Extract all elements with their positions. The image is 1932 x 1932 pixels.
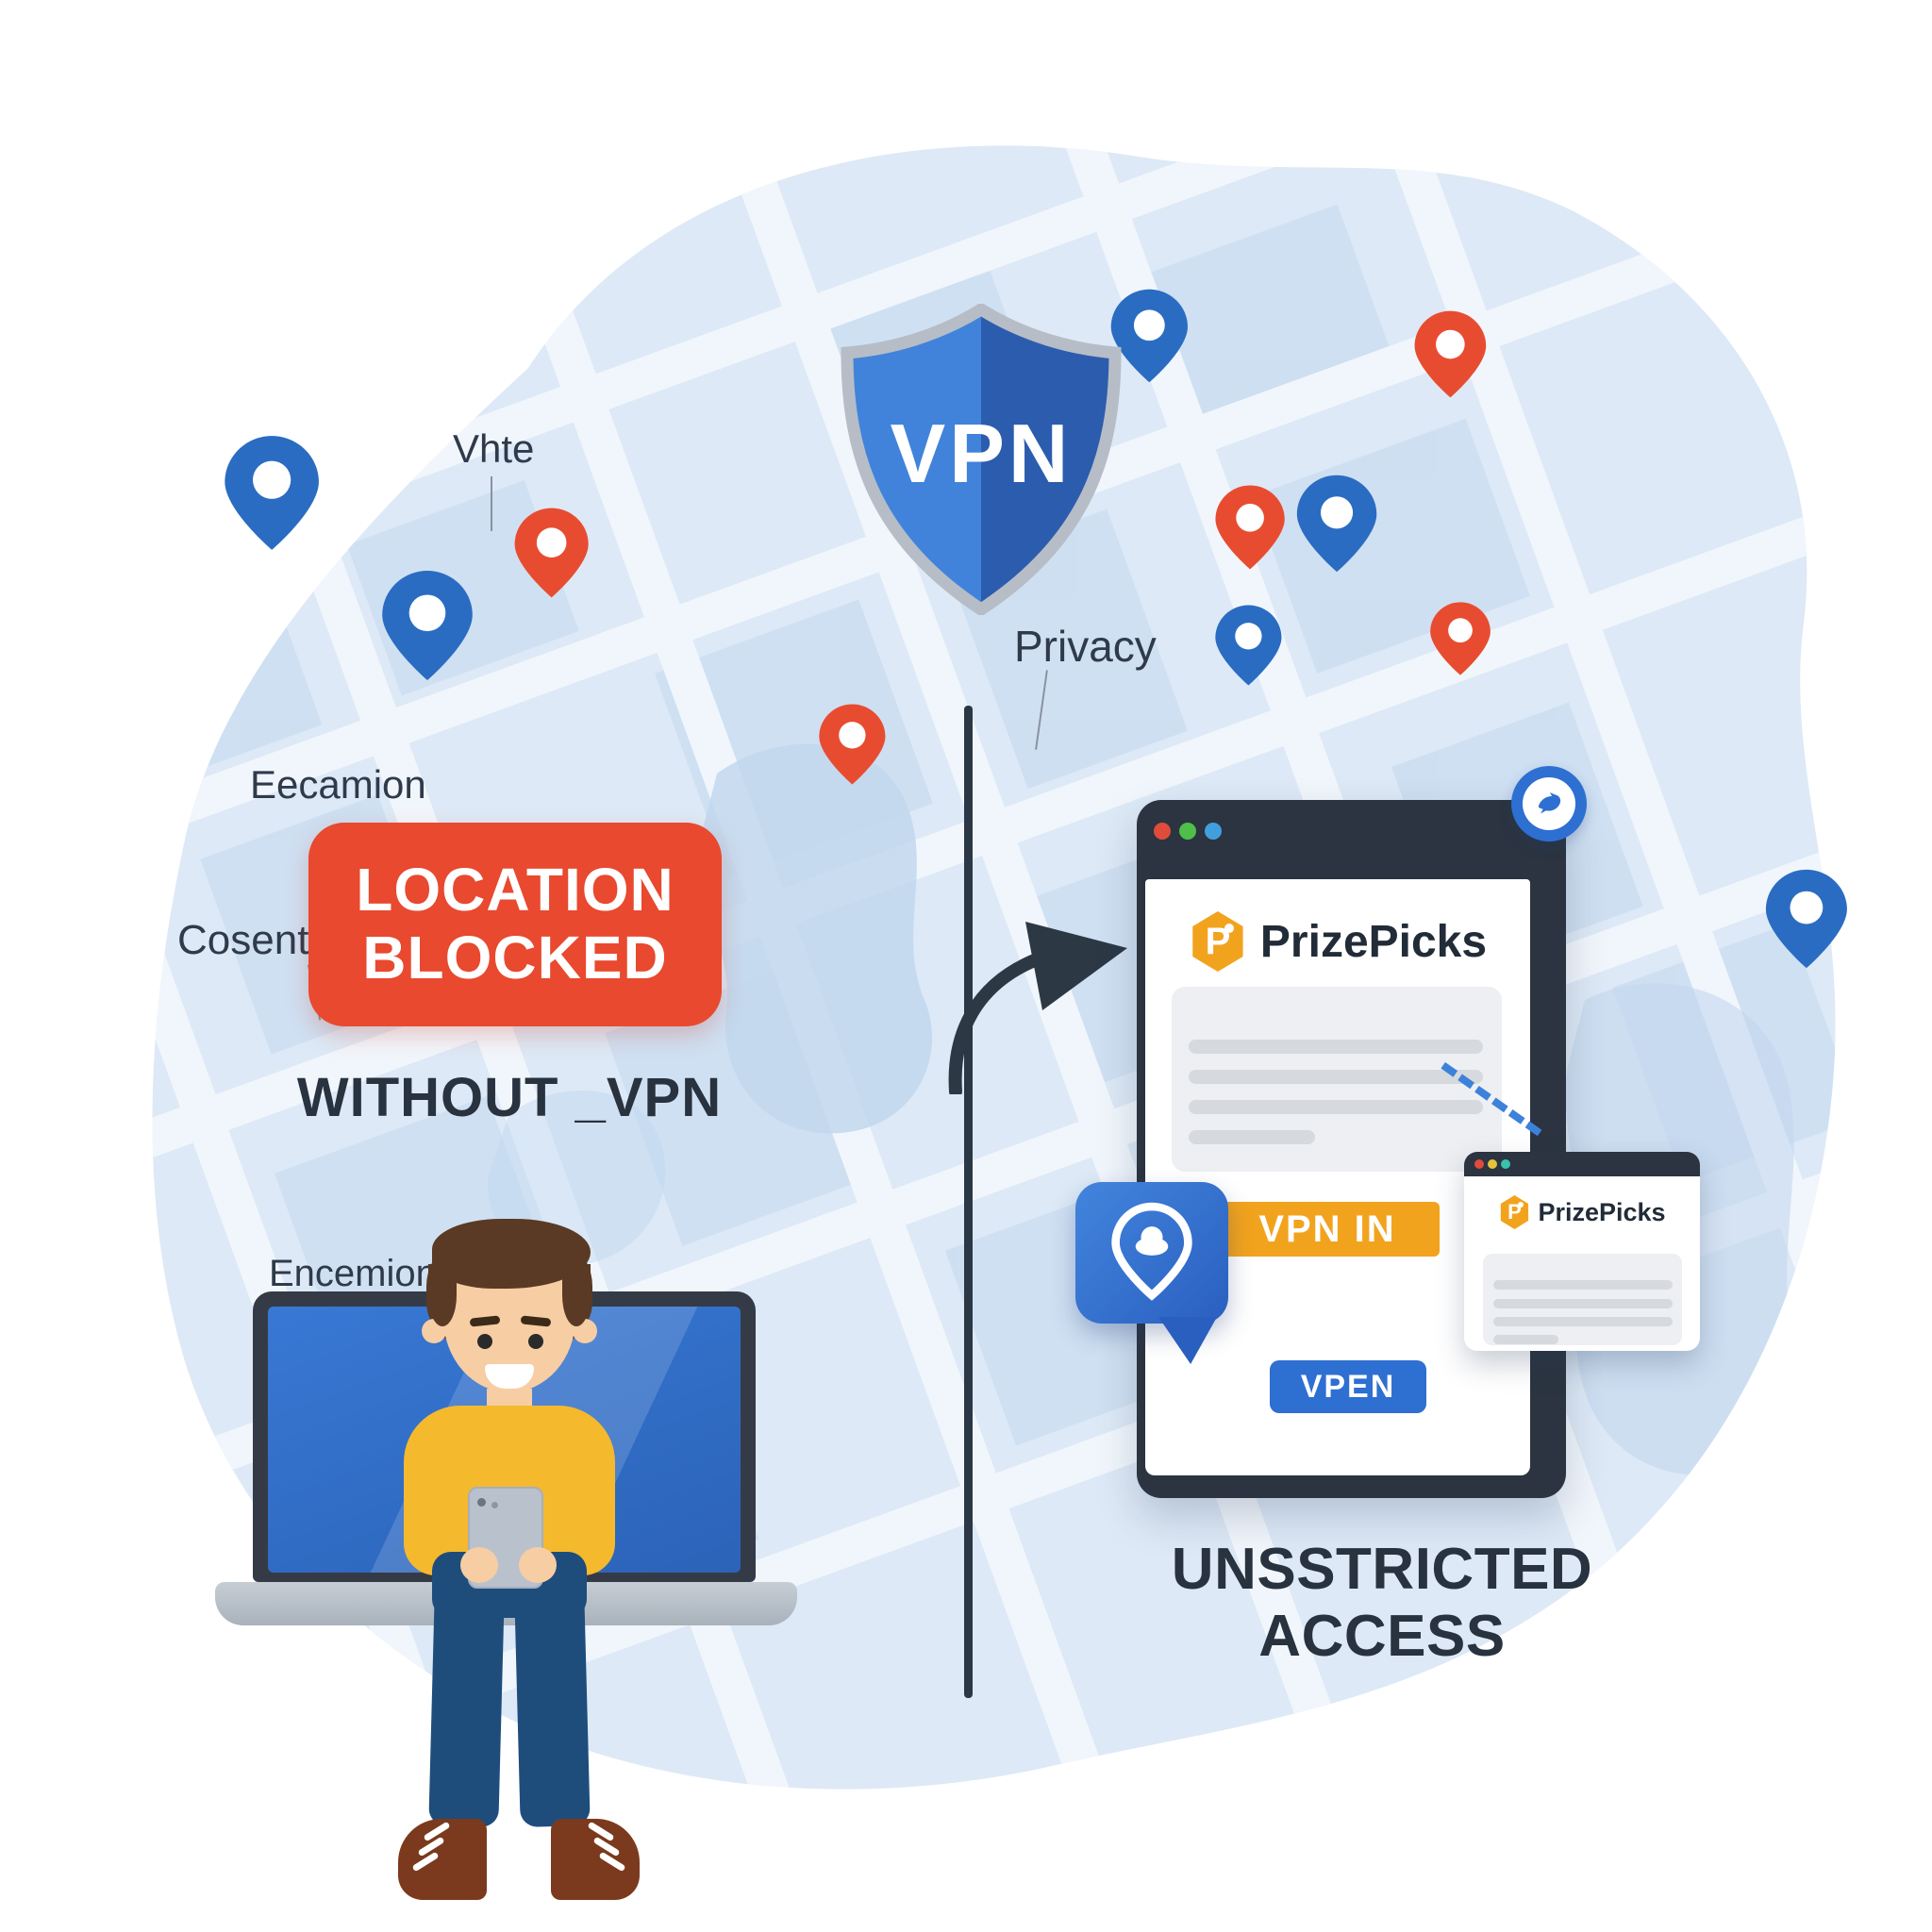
arrow-icon	[948, 922, 1127, 1094]
person-hair-side-right	[562, 1264, 591, 1326]
vpn-shield: VPN	[840, 302, 1123, 617]
minimize-dot-icon	[1179, 823, 1196, 840]
shield-icon	[841, 302, 1122, 617]
small-prizepicks-brand-text: PrizePicks	[1538, 1197, 1666, 1226]
map-pin-blue-icon	[222, 434, 322, 552]
maximize-dot-icon	[1501, 1159, 1510, 1169]
maximize-dot-icon	[1205, 823, 1222, 840]
map-pin-blue-icon	[1108, 288, 1191, 384]
prizepicks-brand-text: PrizePicks	[1259, 916, 1488, 967]
person-hair-side-left	[428, 1264, 457, 1326]
logo-dot	[1518, 1202, 1524, 1208]
person-smile	[485, 1364, 534, 1389]
window-controls	[1154, 823, 1222, 840]
small-prizepicks-logo: P PrizePicks	[1464, 1195, 1700, 1229]
blocked-line2: BLOCKED	[362, 924, 668, 991]
map-pin-red-icon	[1412, 309, 1489, 399]
map-pin-red-icon	[512, 507, 591, 599]
prizepicks-hexagon-icon: P	[1192, 911, 1243, 972]
map-pin-blue-icon	[1213, 604, 1284, 687]
label-encemion: Encemion	[269, 1253, 437, 1294]
person-eye-right	[528, 1334, 543, 1349]
divider-line	[964, 706, 973, 1698]
content-placeholder-panel	[1483, 1254, 1682, 1345]
map-pin-blue-icon	[1294, 474, 1379, 574]
phone-camera-dot	[477, 1498, 486, 1507]
content-placeholder-panel	[1172, 987, 1502, 1172]
placeholder-line	[1189, 1040, 1483, 1054]
label-vhte: Vhte	[453, 426, 535, 471]
bird-icon	[1538, 792, 1561, 814]
close-dot-icon	[1154, 823, 1171, 840]
location-blocked-badge: LOCATION BLOCKED	[308, 823, 722, 1026]
logo-dot	[1224, 924, 1234, 933]
blocked-line1: LOCATION	[356, 856, 675, 924]
map-pin-red-icon	[1428, 601, 1492, 676]
minimize-dot-icon	[1488, 1159, 1497, 1169]
vhte-leader-line	[491, 476, 492, 531]
main-browser-window: P PrizePicks VPN IN VPEN	[1137, 800, 1566, 1498]
small-browser-window: P PrizePicks	[1464, 1152, 1700, 1351]
location-cloud-app-icon	[1075, 1182, 1228, 1324]
prizepicks-logo: P PrizePicks	[1145, 911, 1530, 972]
placeholder-line	[1493, 1299, 1673, 1308]
logo-letter: P	[1507, 1200, 1522, 1224]
vpen-button[interactable]: VPEN	[1270, 1360, 1426, 1413]
map-pin-blue-icon	[379, 569, 475, 682]
person-hand-left	[460, 1547, 498, 1583]
person-eye-left	[477, 1334, 492, 1349]
pin-cloud-icon	[1111, 1202, 1192, 1301]
person-leg-left	[428, 1557, 506, 1827]
map-pin-blue-icon	[1763, 868, 1850, 970]
phone-lens-dot	[491, 1502, 498, 1508]
bird-badge	[1511, 766, 1587, 841]
placeholder-line	[1493, 1317, 1673, 1326]
placeholder-line	[1493, 1280, 1673, 1290]
placeholder-line	[1493, 1335, 1558, 1344]
map-pin-red-icon	[1213, 484, 1287, 571]
person-hand-right	[519, 1547, 557, 1583]
placeholder-line	[1189, 1130, 1315, 1144]
without-vpn-caption: WITHOUT _VPN	[296, 1067, 723, 1128]
placeholder-line	[1189, 1100, 1483, 1114]
unrestricted-access-caption: UNSSTRICTED ACCESS	[1171, 1537, 1593, 1669]
map-pin-red-icon	[817, 703, 888, 786]
person-shoe-left	[398, 1819, 487, 1900]
placeholder-line	[1189, 1070, 1483, 1084]
person-leg-right	[513, 1557, 591, 1827]
label-cosents: Cosents	[177, 917, 330, 963]
close-dot-icon	[1474, 1159, 1484, 1169]
label-eecamion: Eecamion	[250, 762, 426, 807]
shield-label: VPN	[890, 407, 1073, 500]
bird-badge-inner	[1523, 777, 1575, 830]
small-window-controls	[1474, 1159, 1510, 1169]
label-privacy: Privacy	[1014, 622, 1157, 671]
vpn-in-button[interactable]: VPN IN	[1215, 1202, 1440, 1257]
prizepicks-hexagon-icon: P	[1500, 1195, 1529, 1229]
